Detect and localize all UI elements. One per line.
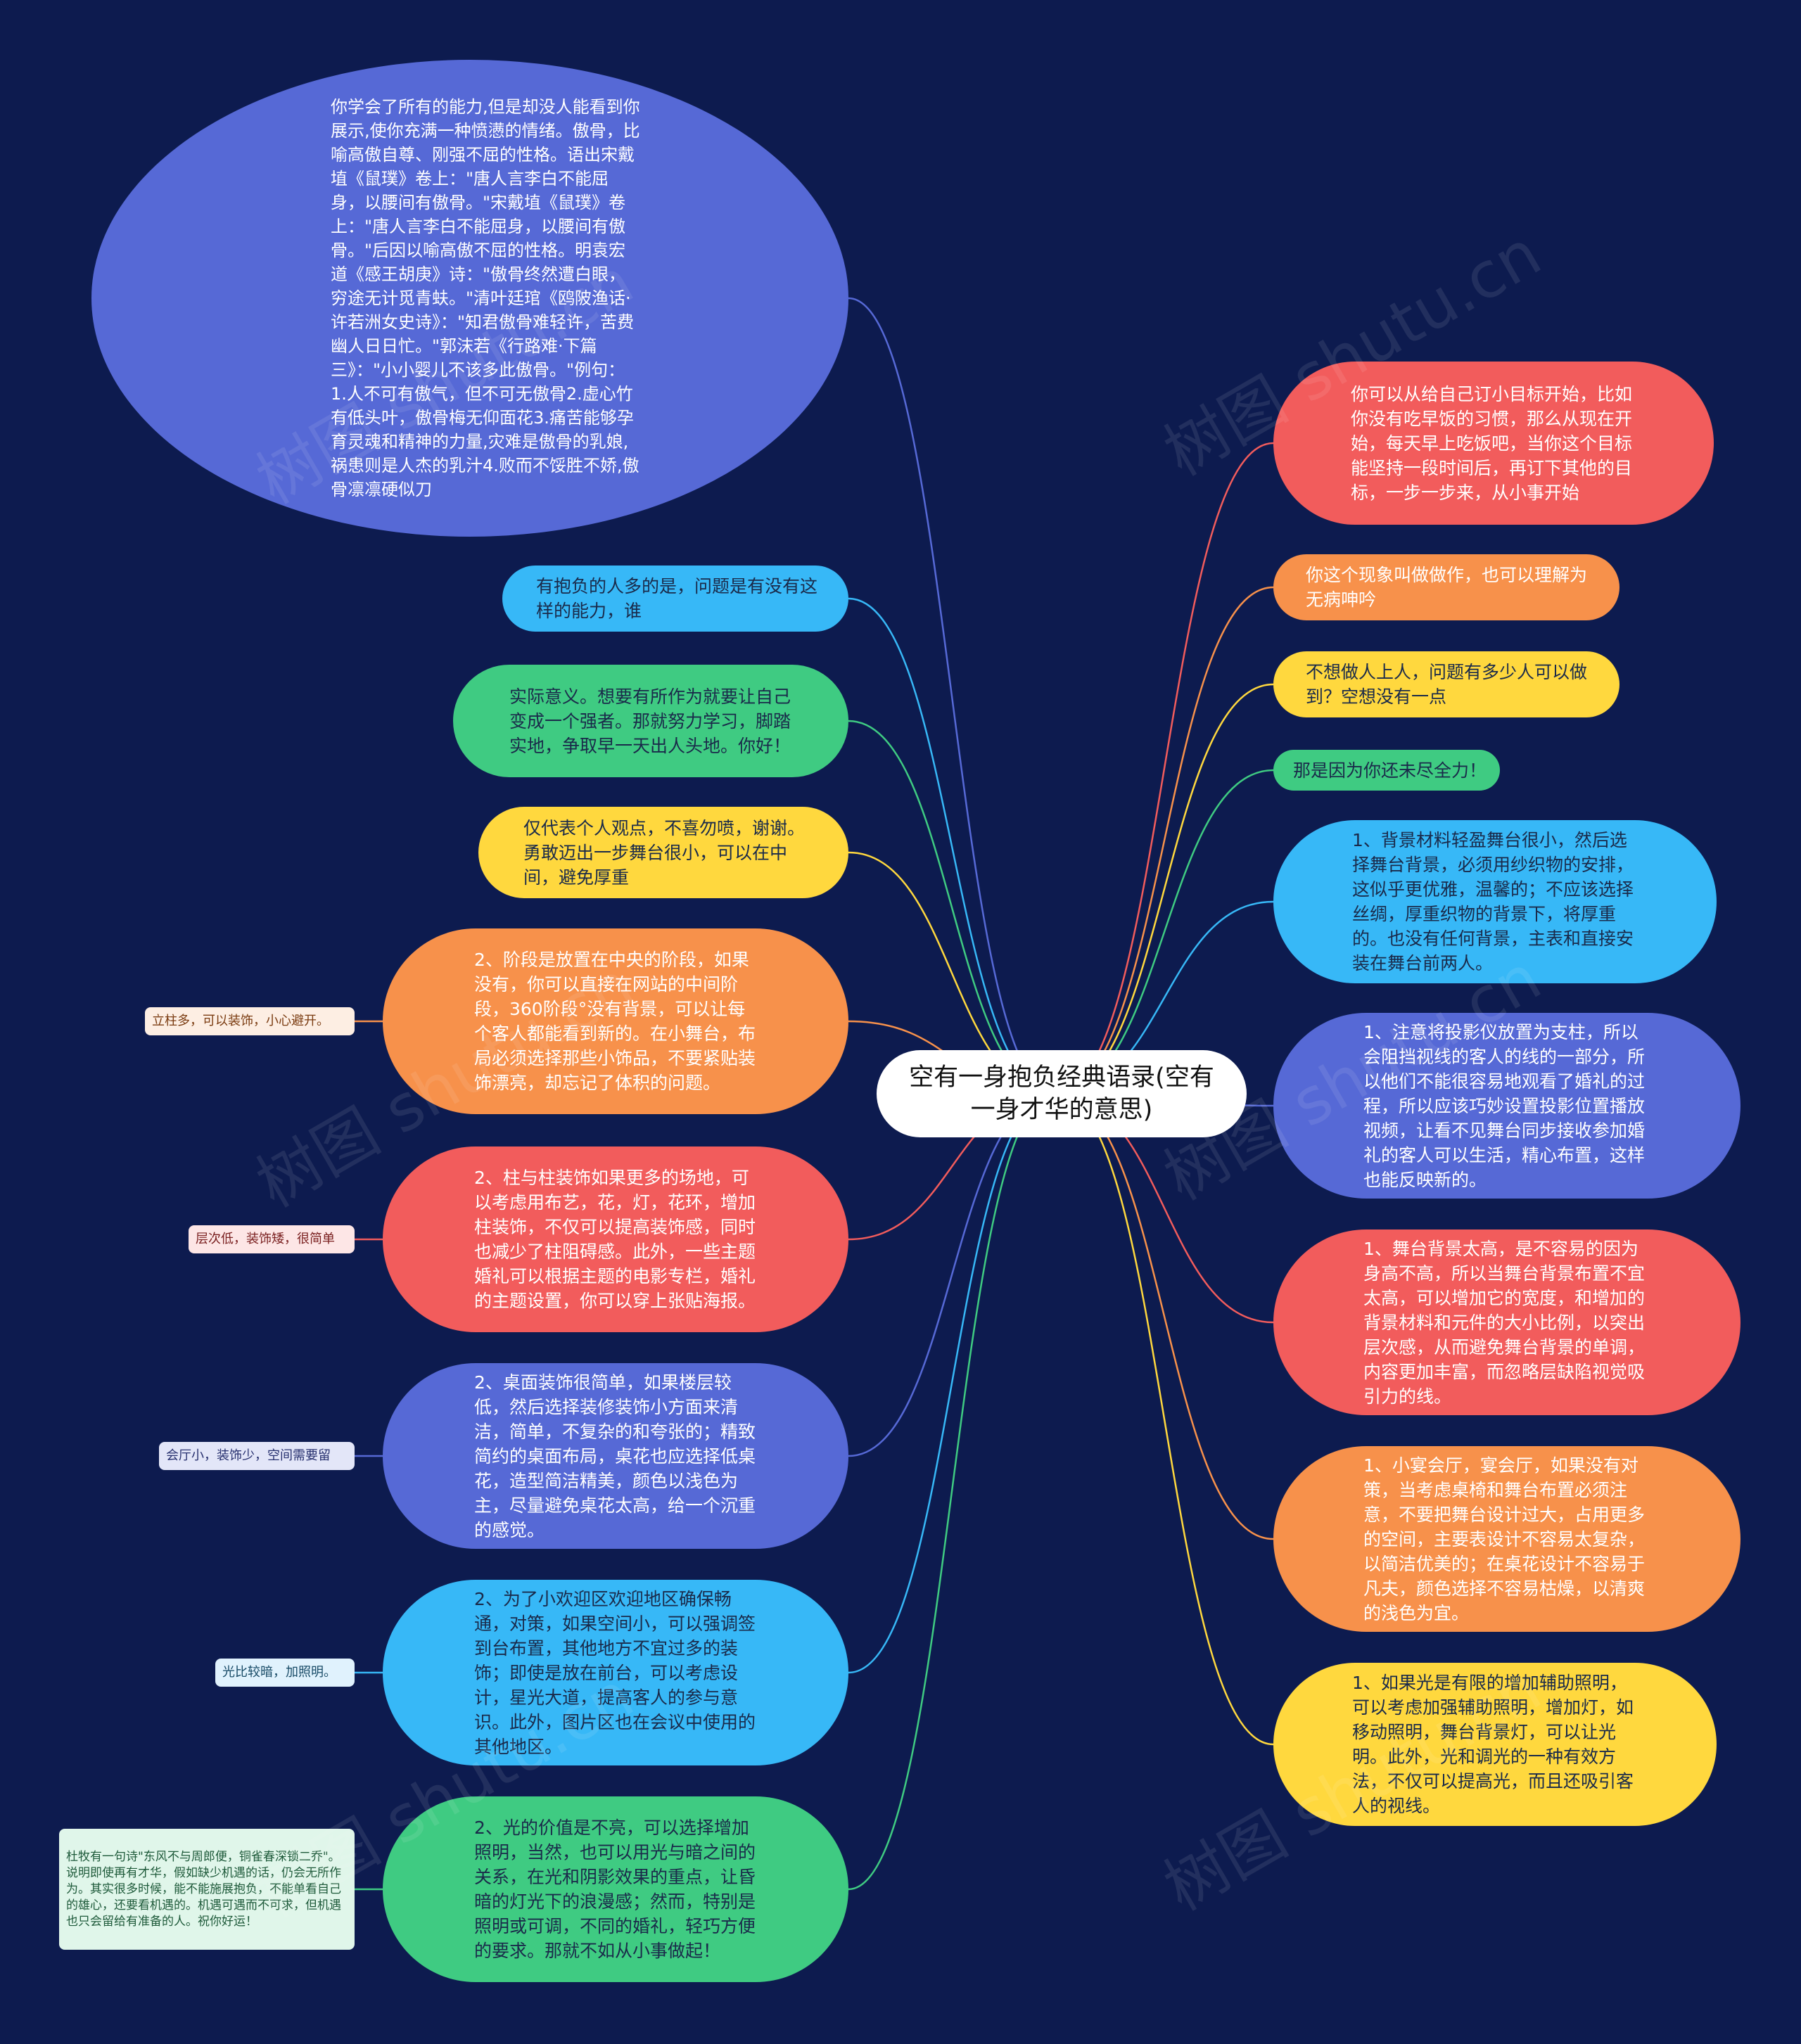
leaf-node-3[interactable]: 会厅小，装饰少，空间需要留	[159, 1442, 355, 1470]
left-node-5-text: 2、阶段是放置在中央的阶段，如果没有，你可以直接在网站的中间阶段，360阶段°没…	[474, 950, 756, 1093]
connector-right-3	[1055, 683, 1274, 1095]
left-node-3-text: 实际意义。想要有所作为就要让自己变成一个强者。那就努力学习，脚踏实地，争取早一天…	[509, 686, 791, 756]
left-node-9-text: 2、光的价值是不亮，可以选择增加照明，当然，也可以用光与暗之间的关系，在光和阴影…	[474, 1818, 756, 1961]
left-node-6[interactable]: 2、柱与柱装饰如果更多的场地，可以考虑用布艺，花，灯，花环，增加柱装饰，不仅可以…	[383, 1146, 848, 1332]
left-node-7-text: 2、桌面装饰很简单，如果楼层较低，然后选择装修装饰小方面来清洁，简单，不复杂的和…	[474, 1372, 756, 1540]
leaf-node-1-text: 立柱多，可以装饰，小心避开。	[152, 1014, 329, 1028]
connector-left-7	[848, 1092, 1056, 1457]
central-topic-text: 空有一身抱负经典语录(空有一身才华的意思)	[909, 1063, 1214, 1124]
right-node-7[interactable]: 1、舞台背景太高，是不容易的因为身高不高，所以当舞台背景布置不宜太高，可以增加它…	[1273, 1229, 1740, 1415]
leaf-node-3-text: 会厅小，装饰少，空间需要留	[166, 1448, 331, 1463]
left-node-9[interactable]: 2、光的价值是不亮，可以选择增加照明，当然，也可以用光与暗之间的关系，在光和阴影…	[383, 1796, 848, 1982]
left-node-6-text: 2、柱与柱装饰如果更多的场地，可以考虑用布艺，花，灯，花环，增加柱装饰，不仅可以…	[474, 1168, 756, 1311]
connector-left-1	[848, 297, 1056, 1095]
left-node-4[interactable]: 仅代表个人观点，不喜勿喷，谢谢。勇敢迈出一步舞台很小，可以在中间，避免厚重	[478, 807, 848, 898]
left-node-1[interactable]: 你学会了所有的能力,但是却没人能看到你展示,使你充满一种愤懑的情绪。傲骨，比喻高…	[91, 60, 848, 537]
right-node-6[interactable]: 1、注意将投影仪放置为支柱，所以会阻挡视线的客人的线的一部分，所以他们不能很容易…	[1273, 1013, 1740, 1199]
connector-right-9	[1055, 1092, 1274, 1746]
right-node-9[interactable]: 1、如果光是有限的增加辅助照明，可以考虑加强辅助照明，增加灯，如移动照明，舞台背…	[1273, 1663, 1717, 1826]
right-node-2-text: 你这个现象叫做做作，也可以理解为无病呻吟	[1306, 565, 1588, 610]
connector-left-8	[848, 1092, 1056, 1674]
right-node-8[interactable]: 1、小宴会厅，宴会厅，如果没有对策，当考虑桌椅和舞台布置必须注意，不要把舞台设计…	[1273, 1446, 1740, 1632]
left-node-5[interactable]: 2、阶段是放置在中央的阶段，如果没有，你可以直接在网站的中间阶段，360阶段°没…	[383, 928, 848, 1114]
right-node-4[interactable]: 那是因为你还未尽全力！	[1273, 750, 1500, 791]
right-node-9-text: 1、如果光是有限的增加辅助照明，可以考虑加强辅助照明，增加灯，如移动照明，舞台背…	[1352, 1673, 1634, 1816]
leaf-node-4[interactable]: 光比较暗，加照明。	[215, 1659, 355, 1687]
left-node-8[interactable]: 2、为了小欢迎区欢迎地区确保畅通，对策，如果空间小，可以强调签到台布置，其他地方…	[383, 1580, 848, 1765]
left-node-1-text: 你学会了所有的能力,但是却没人能看到你展示,使你充满一种愤懑的情绪。傲骨，比喻高…	[331, 97, 640, 499]
connector-left-9	[848, 1092, 1056, 1891]
right-node-6-text: 1、注意将投影仪放置为支柱，所以会阻挡视线的客人的线的一部分，所以他们不能很容易…	[1363, 1021, 1646, 1190]
leaf-node-5-text: 杜牧有一句诗"东风不与周郎便，铜雀春深锁二乔"。说明即使再有才华，假如缺少机遇的…	[66, 1849, 341, 1929]
connector-right-4	[1055, 769, 1274, 1095]
right-node-3[interactable]: 不想做人上人，问题有多少人可以做到？空想没有一点	[1273, 651, 1619, 717]
left-node-4-text: 仅代表个人观点，不喜勿喷，谢谢。勇敢迈出一步舞台很小，可以在中间，避免厚重	[523, 817, 806, 888]
right-node-2[interactable]: 你这个现象叫做做作，也可以理解为无病呻吟	[1273, 554, 1619, 620]
central-topic[interactable]: 空有一身抱负经典语录(空有一身才华的意思)	[877, 1050, 1247, 1137]
right-node-1[interactable]: 你可以从给自己订小目标开始，比如你没有吃早饭的习惯，那么从现在开始，每天早上吃饭…	[1273, 362, 1714, 525]
right-node-3-text: 不想做人上人，问题有多少人可以做到？空想没有一点	[1306, 662, 1588, 707]
leaf-node-4-text: 光比较暗，加照明。	[222, 1665, 336, 1680]
right-node-7-text: 1、舞台背景太高，是不容易的因为身高不高，所以当舞台背景布置不宜太高，可以增加它…	[1363, 1238, 1646, 1407]
right-node-5[interactable]: 1、背景材料轻盈舞台很小，然后选择舞台背景，必须用纱织物的安排，这似乎更优雅，温…	[1273, 820, 1717, 983]
leaf-node-5[interactable]: 杜牧有一句诗"东风不与周郎便，铜雀春深锁二乔"。说明即使再有才华，假如缺少机遇的…	[59, 1829, 355, 1950]
connector-right-2	[1055, 586, 1274, 1095]
left-node-8-text: 2、为了小欢迎区欢迎地区确保畅通，对策，如果空间小，可以强调签到台布置，其他地方…	[474, 1588, 756, 1757]
connector-left-2	[848, 597, 1056, 1095]
right-node-8-text: 1、小宴会厅，宴会厅，如果没有对策，当考虑桌椅和舞台布置必须注意，不要把舞台设计…	[1363, 1455, 1646, 1623]
leaf-node-2-text: 层次低，装饰矮，很简单	[196, 1232, 335, 1246]
right-node-5-text: 1、背景材料轻盈舞台很小，然后选择舞台背景，必须用纱织物的安排，这似乎更优雅，温…	[1352, 830, 1634, 973]
left-node-2-text: 有抱负的人多的是，问题是有没有这样的能力，谁	[536, 576, 818, 621]
right-node-1-text: 你可以从给自己订小目标开始，比如你没有吃早饭的习惯，那么从现在开始，每天早上吃饭…	[1351, 383, 1633, 503]
connector-left-3	[848, 720, 1056, 1095]
left-node-3[interactable]: 实际意义。想要有所作为就要让自己变成一个强者。那就努力学习，脚踏实地，争取早一天…	[453, 665, 848, 777]
left-node-7[interactable]: 2、桌面装饰很简单，如果楼层较低，然后选择装修装饰小方面来清洁，简单，不复杂的和…	[383, 1363, 848, 1549]
connector-right-8	[1055, 1092, 1274, 1540]
leaf-node-1[interactable]: 立柱多，可以装饰，小心避开。	[145, 1007, 355, 1035]
right-node-4-text: 那是因为你还未尽全力！	[1293, 760, 1487, 781]
left-node-2[interactable]: 有抱负的人多的是，问题是有没有这样的能力，谁	[502, 566, 848, 632]
leaf-node-2[interactable]: 层次低，装饰矮，很简单	[189, 1225, 355, 1253]
